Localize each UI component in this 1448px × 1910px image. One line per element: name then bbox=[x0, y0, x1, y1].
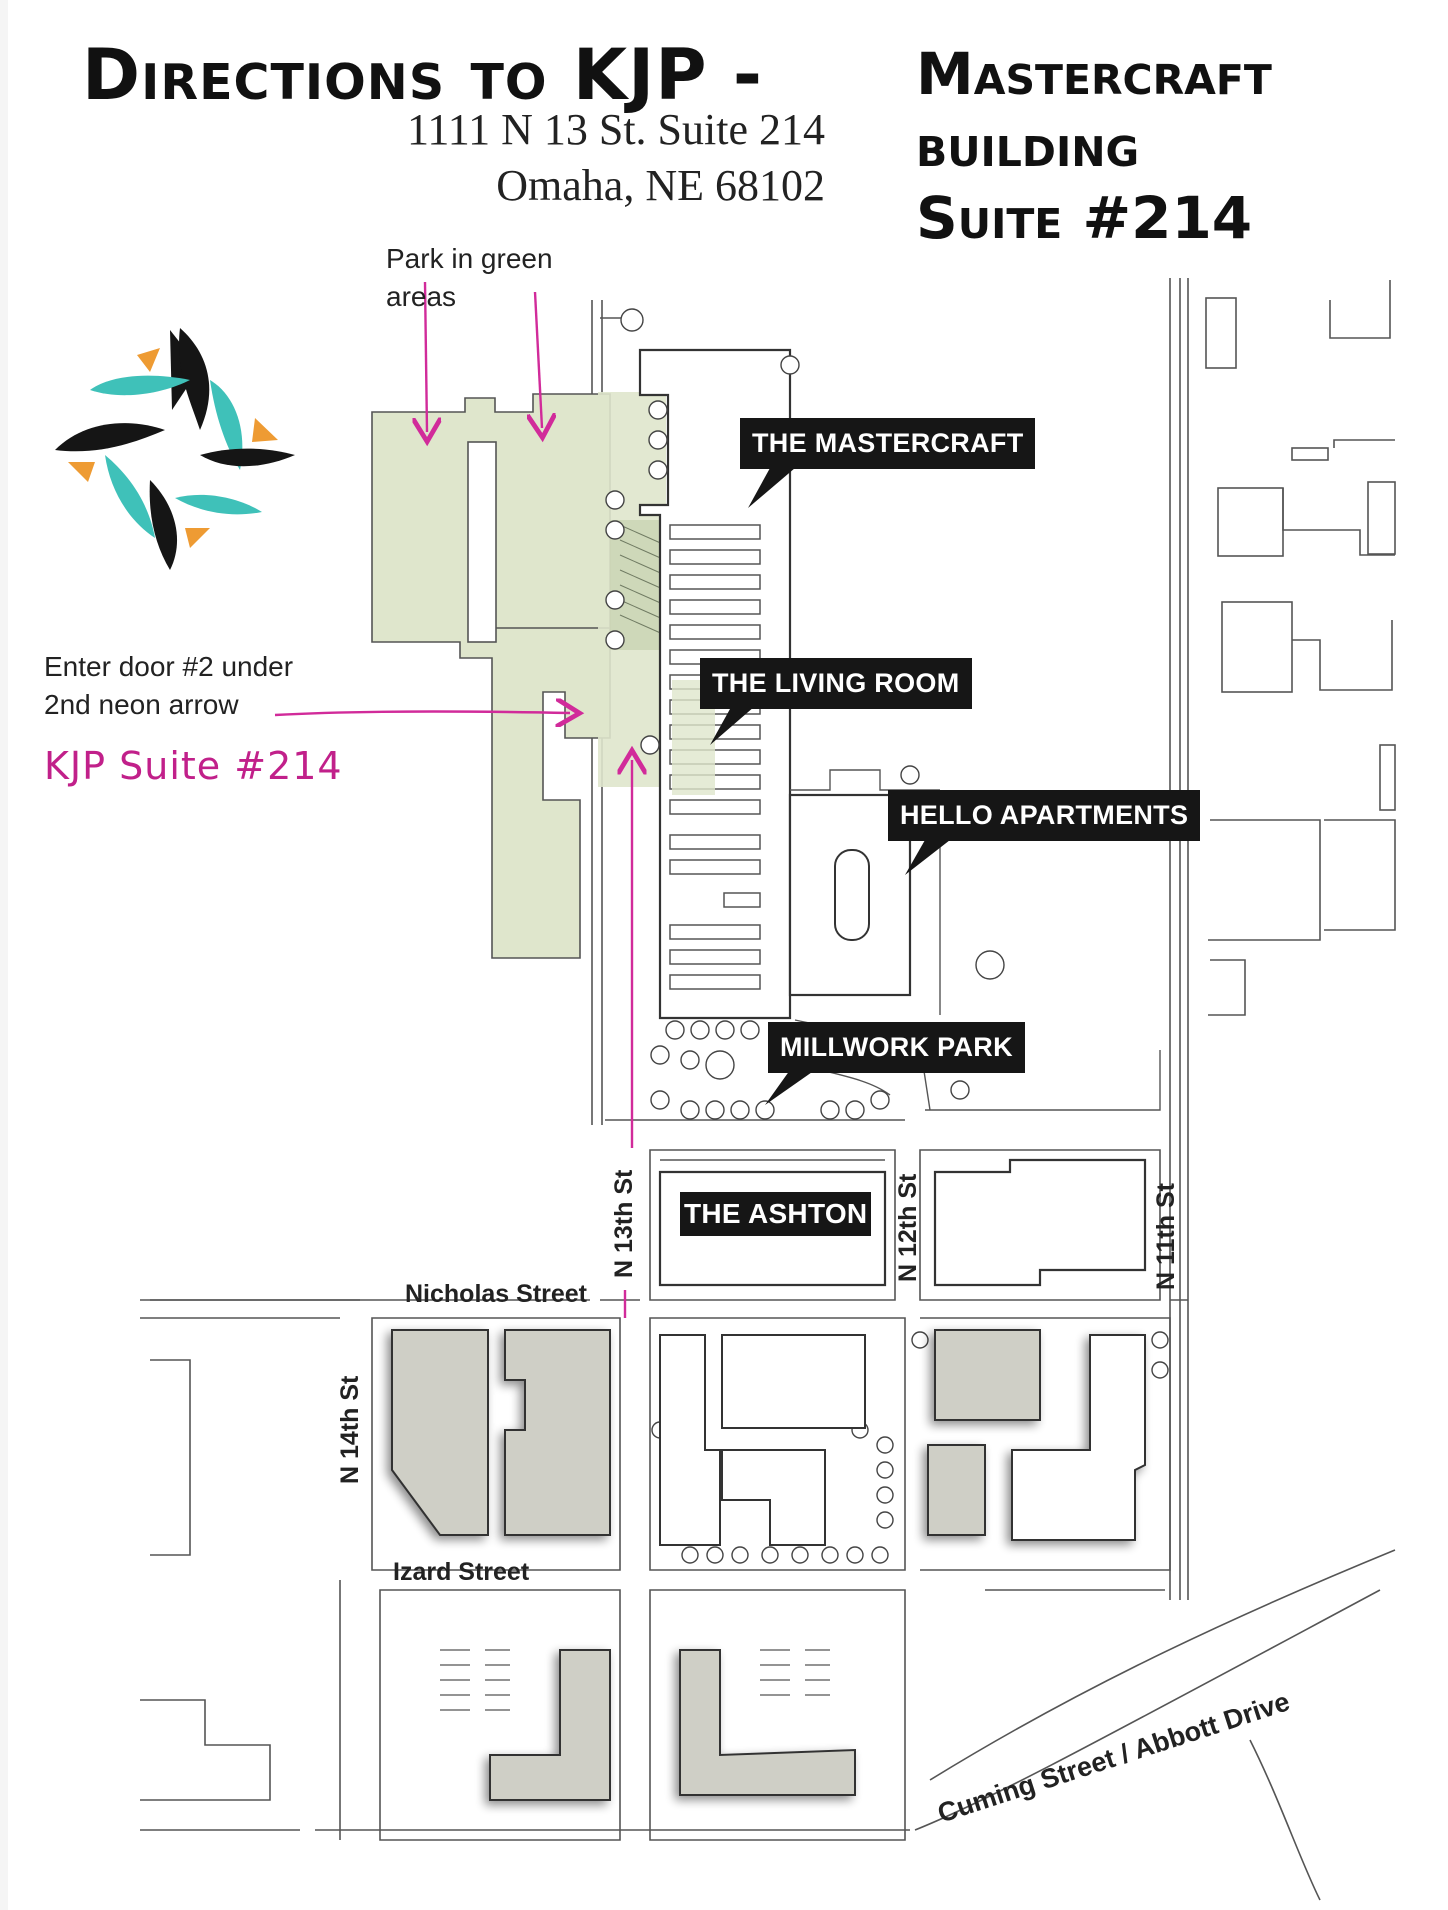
page-title: Directions to KJP - bbox=[82, 34, 763, 116]
building-title-line: Mastercraft bbox=[916, 40, 1272, 108]
suite-note: KJP Suite #214 bbox=[44, 744, 343, 788]
street-n13: N 13th St bbox=[610, 1169, 638, 1278]
street-n11: N 11th St bbox=[1152, 1183, 1180, 1290]
address-line-1: 1111 N 13 St. Suite 214 bbox=[406, 105, 825, 154]
building-title-line: building bbox=[916, 112, 1140, 180]
parking-note-line: areas bbox=[386, 281, 457, 312]
callout-living-room: THE LIVING ROOM bbox=[700, 658, 972, 709]
building-title-line: Suite #214 bbox=[916, 184, 1253, 252]
entry-note-line: Enter door #2 under bbox=[44, 651, 294, 682]
parking-note-line: Park in green bbox=[386, 243, 553, 274]
street-n12: N 12th St bbox=[894, 1173, 922, 1282]
address-line-2: Omaha, NE 68102 bbox=[496, 161, 825, 210]
entry-note: Enter door #2 under 2nd neon arrow bbox=[44, 648, 293, 724]
callout-mastercraft: THE MASTERCRAFT bbox=[740, 418, 1036, 469]
callout-hello-apartments: HELLO APARTMENTS bbox=[888, 790, 1201, 841]
entry-note-line: 2nd neon arrow bbox=[44, 689, 239, 720]
street-nicholas: Nicholas Street bbox=[405, 1280, 588, 1308]
building-title: Mastercraft building Suite #214 bbox=[916, 38, 1272, 254]
callout-ashton: THE ASHTON bbox=[680, 1192, 872, 1236]
parking-area-west bbox=[371, 393, 611, 959]
tree-icon bbox=[605, 308, 1169, 1564]
kjp-logo-icon bbox=[55, 328, 295, 570]
callout-millwork-park: MILLWORK PARK bbox=[768, 1022, 1025, 1073]
parking-note: Park in green areas bbox=[386, 240, 553, 316]
street-n14: N 14th St bbox=[336, 1375, 364, 1484]
direction-arrow-icon bbox=[274, 281, 632, 1318]
street-izard: Izard Street bbox=[393, 1558, 530, 1586]
